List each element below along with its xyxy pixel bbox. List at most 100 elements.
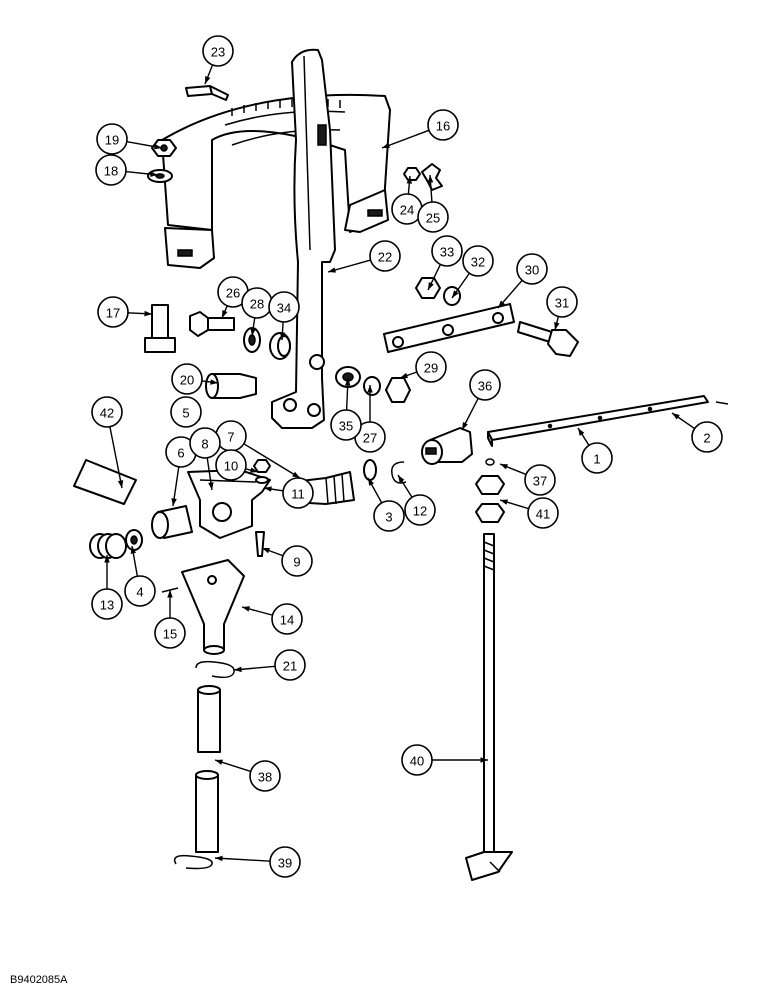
washer-3: [363, 459, 377, 481]
callout-3: 3: [373, 500, 405, 532]
leader-line-42: [109, 426, 123, 489]
clip-12: [391, 461, 407, 484]
callout-circle: [581, 442, 613, 474]
bolt-31: [517, 321, 579, 357]
arrowhead-21: [234, 666, 242, 673]
callout-number: 42: [100, 406, 114, 421]
arrowhead-10: [250, 467, 258, 473]
callout-circle: [404, 494, 436, 526]
arrowhead-2: [672, 413, 680, 420]
callout-circle: [96, 123, 128, 155]
callout-number: 29: [424, 361, 438, 376]
arrowhead-24: [406, 176, 413, 184]
bolt-26: [189, 311, 235, 337]
callout-number: 40: [410, 754, 424, 769]
callout-circle: [462, 245, 494, 277]
bolt-23: [185, 85, 229, 101]
callout-circle: [91, 396, 123, 428]
arrowhead-27: [367, 385, 373, 393]
arrowhead-31: [554, 322, 560, 330]
callout-circle: [281, 545, 313, 577]
callout-circle: [97, 296, 129, 328]
arrowhead-14: [242, 606, 250, 612]
callout-25: 25: [417, 201, 449, 233]
arrowhead-39: [215, 855, 223, 862]
callout-circle: [154, 617, 186, 649]
callout-circle: [170, 396, 202, 428]
callout-number: 41: [536, 507, 550, 522]
callout-number: 35: [339, 419, 353, 434]
callout-circle: [189, 427, 221, 459]
arrowhead-25: [427, 175, 434, 183]
callout-number: 24: [400, 203, 414, 218]
callout-number: 37: [533, 474, 547, 489]
arrowhead-20: [210, 379, 218, 385]
callout-7: 7: [215, 420, 247, 452]
callout-number: 39: [278, 856, 292, 871]
control-lever: [271, 48, 336, 429]
leader-lines: [104, 64, 696, 862]
plate-42: [73, 459, 137, 505]
callout-circle: [95, 154, 127, 186]
arrowhead-29: [400, 372, 408, 379]
callout-circle: [282, 477, 314, 509]
arrowhead-16: [382, 142, 390, 148]
nut-29: [385, 377, 411, 403]
callout-number: 17: [106, 306, 120, 321]
callout-10: 10: [215, 449, 247, 481]
callout-28: 28: [241, 287, 273, 319]
nut-10: [253, 459, 271, 473]
arrowhead-17: [144, 310, 152, 317]
callout-circle: [124, 575, 156, 607]
arrowhead-7: [292, 471, 300, 478]
callout-number: 13: [100, 598, 114, 613]
callout-34: 34: [268, 291, 300, 323]
leader-line-7: [243, 443, 301, 479]
callout-number: 31: [555, 296, 569, 311]
nut-24: [403, 167, 421, 181]
callout-number: 3: [385, 510, 392, 525]
callout-4: 4: [124, 575, 156, 607]
callout-circle: [431, 235, 463, 267]
arrowhead-1: [578, 428, 585, 436]
link-bar-30: [383, 303, 515, 353]
stud-20: [205, 373, 257, 399]
callout-15: 15: [154, 617, 186, 649]
callout-circle: [249, 760, 281, 792]
washer-18: [147, 169, 173, 183]
callout-16: 16: [427, 109, 459, 141]
callout-circle: [171, 363, 203, 395]
arrowhead-19: [154, 143, 162, 150]
callout-5: 5: [170, 396, 202, 428]
callout-13: 13: [91, 588, 123, 620]
callout-circle: [691, 421, 723, 453]
arrowhead-12: [398, 475, 405, 483]
callout-number: 4: [136, 585, 143, 600]
callout-9: 9: [281, 545, 313, 577]
leader-line-16: [381, 129, 430, 149]
arrowhead-33: [428, 282, 434, 290]
callout-20: 20: [171, 363, 203, 395]
callout-30: 30: [516, 253, 548, 285]
callout-37: 37: [524, 464, 556, 496]
callout-number: 26: [226, 286, 240, 301]
callout-number: 14: [280, 613, 294, 628]
callout-38: 38: [249, 760, 281, 792]
arrowhead-23: [205, 76, 211, 84]
nut-33: [415, 277, 441, 299]
callout-40: 40: [401, 744, 433, 776]
callout-number: 8: [201, 437, 208, 452]
callout-number: 28: [250, 297, 264, 312]
callout-29: 29: [415, 351, 447, 383]
callout-number: 21: [283, 659, 297, 674]
callout-circle: [415, 351, 447, 383]
callout-11: 11: [282, 477, 314, 509]
callout-18: 18: [95, 154, 127, 186]
callout-17: 17: [97, 296, 129, 328]
arrowhead-35: [344, 378, 351, 386]
callout-number: 25: [426, 211, 440, 226]
callout-circle: [427, 109, 459, 141]
callout-number: 33: [440, 245, 454, 260]
